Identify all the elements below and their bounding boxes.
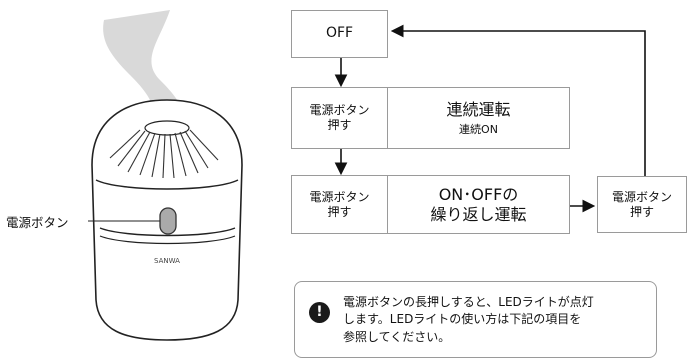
note-line-3: 参照してください。 bbox=[343, 329, 451, 344]
step2-mode-line1: ON･OFFの bbox=[438, 184, 519, 204]
note-text: 電源ボタンの長押しすると、LEDライトが点灯 します。LEDライトの使い方は下記… bbox=[343, 294, 649, 346]
step1-button-line2: 押す bbox=[327, 118, 352, 132]
step2-button-line1: 電源ボタン bbox=[309, 189, 370, 204]
step2-button-box: 電源ボタン 押す bbox=[291, 175, 388, 234]
exclamation-icon: ! bbox=[309, 302, 330, 323]
note-line-2: します。LEDライトの使い方は下記の項目を bbox=[343, 312, 582, 327]
state-off-label: OFF bbox=[325, 25, 354, 42]
state-off-box: OFF bbox=[291, 10, 388, 58]
step2-button-line2: 押す bbox=[327, 204, 352, 219]
note-line-1: 電源ボタンの長押しすると、LEDライトが点灯 bbox=[343, 295, 594, 309]
step1-mode-sub: 連続ON bbox=[459, 122, 498, 136]
step1-button-line1: 電源ボタン bbox=[309, 103, 370, 117]
power-button-label: 電源ボタン bbox=[6, 215, 69, 230]
step3-button-line1: 電源ボタン bbox=[611, 189, 672, 204]
arrow-step3-to-off bbox=[390, 24, 646, 176]
step2-mode-line2: 繰り返し運転 bbox=[430, 204, 527, 224]
step3-button-box: 電源ボタン 押す bbox=[597, 176, 687, 233]
note-box: ! 電源ボタンの長押しすると、LEDライトが点灯 します。LEDライトの使い方は… bbox=[294, 281, 657, 358]
brand-mark: SANWA bbox=[154, 257, 180, 265]
power-button bbox=[159, 207, 177, 235]
step1-mode-box: 連続運転 連続ON bbox=[387, 87, 570, 149]
step2-mode-box: ON･OFFの 繰り返し運転 bbox=[387, 175, 570, 234]
step1-button-box: 電源ボタン 押す bbox=[291, 87, 388, 149]
step3-button-line2: 押す bbox=[629, 204, 654, 219]
step1-mode-title: 連続運転 bbox=[446, 99, 511, 119]
humidifier-device bbox=[91, 99, 243, 341]
